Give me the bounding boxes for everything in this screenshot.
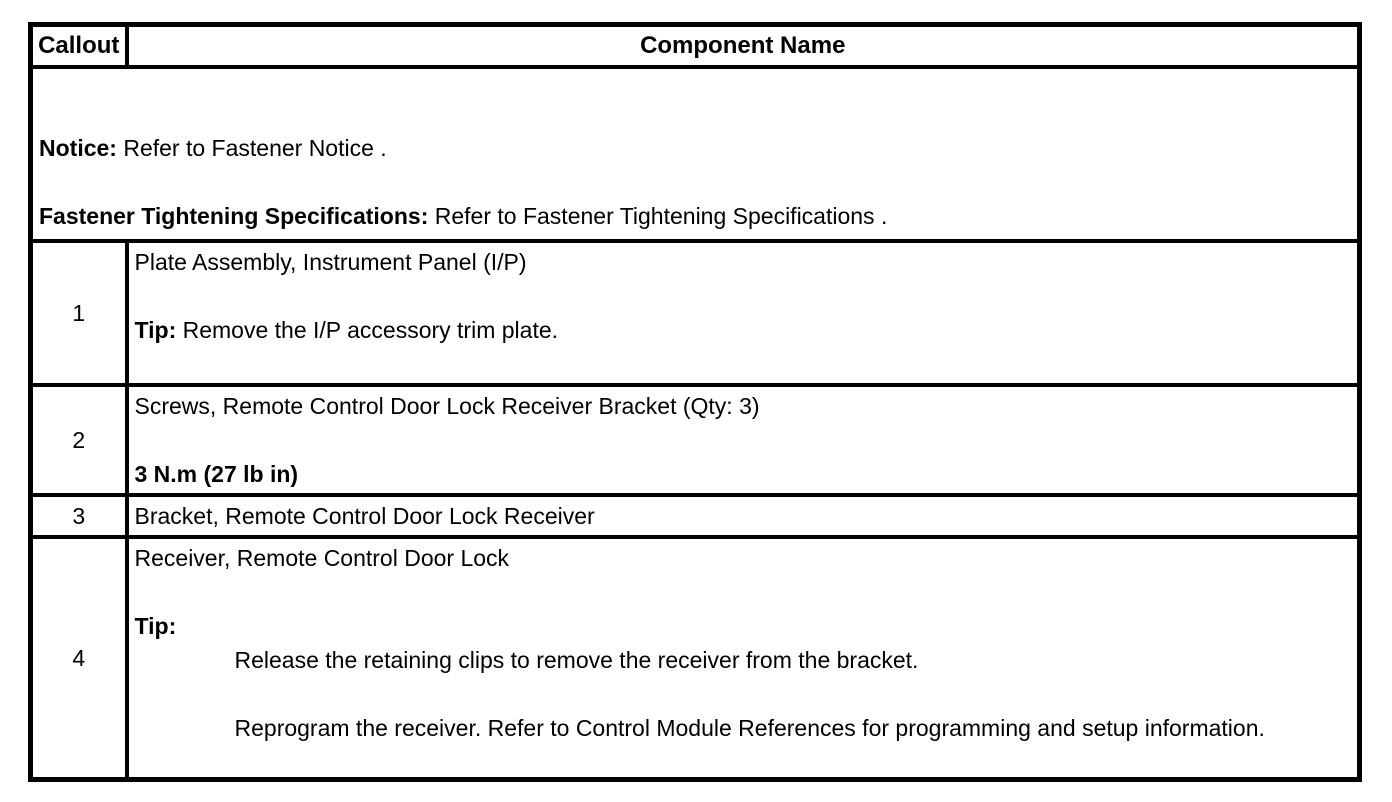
spacer	[135, 677, 1352, 711]
callout-cell: 2	[28, 383, 129, 497]
spacer	[135, 423, 1352, 457]
notice-text: Refer to Fastener Notice .	[116, 135, 387, 161]
callout-cell: 4	[28, 535, 129, 782]
component-cell: Bracket, Remote Control Door Lock Receiv…	[124, 493, 1362, 539]
spacer	[135, 279, 1352, 313]
table-row: 1 Plate Assembly, Instrument Panel (I/P)…	[28, 239, 1362, 387]
table-row: 4 Receiver, Remote Control Door Lock Tip…	[28, 535, 1362, 782]
torque-spec-text: 3 N.m (27 lb in)	[134, 461, 299, 487]
component-cell: Receiver, Remote Control Door Lock Tip: …	[124, 535, 1362, 782]
notice-row: Notice: Refer to Fastener Notice . Faste…	[28, 65, 1362, 243]
callout-cell: 1	[28, 239, 129, 387]
table-row: 3 Bracket, Remote Control Door Lock Rece…	[28, 493, 1362, 539]
component-spec-table: Callout Component Name Notice: Refer to …	[28, 22, 1362, 782]
notice-label: Notice:	[39, 135, 117, 161]
tip-item: Release the retaining clips to remove th…	[234, 647, 919, 673]
tip-item: Reprogram the receiver. Refer to Control…	[234, 715, 1265, 741]
component-cell: Screws, Remote Control Door Lock Receive…	[124, 383, 1362, 497]
fastener-spec-line: Fastener Tightening Specifications: Refe…	[39, 199, 1351, 233]
tip-label: Tip:	[134, 613, 177, 639]
fastener-notice-line: Notice: Refer to Fastener Notice .	[39, 131, 1351, 165]
tip-text: Remove the I/P accessory trim plate.	[176, 317, 559, 343]
component-name-column-header: Component Name	[124, 22, 1362, 69]
spacer	[135, 347, 1352, 381]
fastener-spec-text: Refer to Fastener Tightening Specificati…	[428, 203, 888, 229]
component-name-text: Receiver, Remote Control Door Lock	[134, 545, 510, 571]
notice-cell: Notice: Refer to Fastener Notice . Faste…	[28, 65, 1362, 243]
spacer	[135, 575, 1352, 609]
tip-line: Tip: Remove the I/P accessory trim plate…	[135, 313, 1352, 347]
callout-column-header: Callout	[28, 22, 129, 69]
component-name-text: Plate Assembly, Instrument Panel (I/P)	[134, 249, 527, 275]
fastener-spec-label: Fastener Tightening Specifications:	[39, 203, 429, 229]
tip-label: Tip:	[134, 317, 177, 343]
spacer	[39, 165, 1351, 199]
callout-cell: 3	[28, 493, 129, 539]
spacer	[135, 745, 1352, 775]
table-row: 2 Screws, Remote Control Door Lock Recei…	[28, 383, 1362, 497]
component-name-text: Bracket, Remote Control Door Lock Receiv…	[134, 503, 595, 529]
component-name-text: Screws, Remote Control Door Lock Receive…	[134, 393, 760, 419]
component-cell: Plate Assembly, Instrument Panel (I/P) T…	[124, 239, 1362, 387]
header-row: Callout Component Name	[28, 22, 1362, 69]
